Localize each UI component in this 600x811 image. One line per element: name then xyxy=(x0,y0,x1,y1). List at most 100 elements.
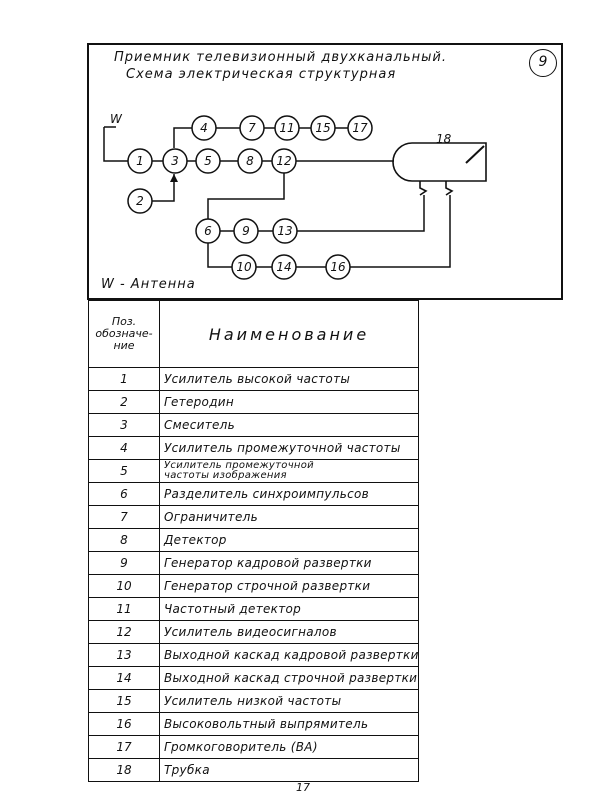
tube-label: 18 xyxy=(436,132,452,146)
block-5-circle xyxy=(195,148,221,174)
block-11-label: 11 xyxy=(279,121,295,135)
block-17-circle xyxy=(347,115,373,141)
table-header-row: Поз. обозначе- ние Наименование xyxy=(88,300,419,368)
block-13-circle xyxy=(272,218,298,244)
block-6-circle xyxy=(195,218,221,244)
title-line-1: Приемник телевизионный двухканальный. xyxy=(114,50,447,65)
row-position: 4 xyxy=(88,436,160,460)
row-position: 6 xyxy=(88,482,160,506)
block-5-label: 5 xyxy=(204,154,212,168)
row-name: Выходной каскад строчной развертки xyxy=(159,666,419,690)
row-position: 13 xyxy=(88,643,160,667)
tube-outline xyxy=(392,142,487,182)
block-circles xyxy=(127,115,373,280)
block-16-circle xyxy=(325,254,351,280)
row-name: Детектор xyxy=(159,528,419,552)
position-header-line: обозначе- xyxy=(95,327,153,340)
arrow-2-3 xyxy=(170,174,178,182)
block-4-circle xyxy=(191,115,217,141)
wire-13-deflection xyxy=(297,195,425,232)
row-name: Трубка xyxy=(159,758,419,782)
row-name: Частотный детектор xyxy=(159,597,419,621)
antenna-label: W xyxy=(110,112,122,126)
row-name: Генератор строчной развертки xyxy=(159,574,419,598)
row-name: Высоковольтный выпрямитель xyxy=(159,712,419,736)
block-14-label: 14 xyxy=(276,260,292,274)
block-14-circle xyxy=(271,254,297,280)
wire-6-10 xyxy=(207,243,232,268)
block-9-circle xyxy=(233,218,259,244)
antenna-wire xyxy=(103,127,128,162)
page-number: 17 xyxy=(296,781,310,794)
block-12-circle xyxy=(271,148,297,174)
row-position: 17 xyxy=(88,735,160,759)
row-position: 18 xyxy=(88,758,160,782)
row-name: Ограничитель xyxy=(159,505,419,529)
block-7-circle xyxy=(239,115,265,141)
row-position: 12 xyxy=(88,620,160,644)
block-9-label: 9 xyxy=(242,224,250,238)
block-7-label: 7 xyxy=(248,121,256,135)
row-name: Усилитель низкой частоты xyxy=(159,689,419,713)
tube-screen-arrow xyxy=(465,145,485,164)
block-diagram xyxy=(103,115,487,280)
row-position: 10 xyxy=(88,574,160,598)
block-16-label: 16 xyxy=(330,260,346,274)
schematic-frame xyxy=(87,43,563,300)
block-3-label: 3 xyxy=(171,154,179,168)
row-name: Усилитель видеосигналов xyxy=(159,620,419,644)
block-17-label: 17 xyxy=(352,121,368,135)
row-name: Гетеродин xyxy=(159,390,419,414)
row-name: Выходной каскад кадровой развертки xyxy=(159,643,419,667)
row-name-line: частоты изображения xyxy=(164,470,287,481)
row-position: 11 xyxy=(88,597,160,621)
row-name: Разделитель синхроимпульсов xyxy=(159,482,419,506)
block-12-label: 12 xyxy=(276,154,292,168)
antenna-legend: W - Антенна xyxy=(101,277,196,292)
row-position: 15 xyxy=(88,689,160,713)
row-position: 7 xyxy=(88,505,160,529)
title-line-2: Схема электрическая структурная xyxy=(126,67,397,82)
row-position: 1 xyxy=(88,367,160,391)
block-2-circle xyxy=(127,188,153,214)
wire-3-4 xyxy=(173,127,192,148)
row-position: 8 xyxy=(88,528,160,552)
block-2-label: 2 xyxy=(136,194,144,208)
row-position: 16 xyxy=(88,712,160,736)
block-8-label: 8 xyxy=(246,154,254,168)
block-1-label: 1 xyxy=(136,154,144,168)
position-header-line: Поз. xyxy=(111,315,137,328)
block-10-label: 10 xyxy=(236,260,252,274)
row-name: Генератор кадровой развертки xyxy=(159,551,419,575)
tube-lead-2 xyxy=(445,181,454,196)
position-header: Поз. обозначе- ние xyxy=(88,300,160,368)
block-15-circle xyxy=(310,115,336,141)
wire-12-6 xyxy=(207,173,285,219)
row-position: 2 xyxy=(88,390,160,414)
block-4-label: 4 xyxy=(200,121,208,135)
wire-16-deflection xyxy=(350,195,451,268)
sheet-number: 9 xyxy=(529,49,557,77)
row-position: 3 xyxy=(88,413,160,437)
row-name-line: Усилитель промежуточной xyxy=(164,460,314,471)
block-6-label: 6 xyxy=(204,224,212,238)
block-3-circle xyxy=(162,148,188,174)
row-name: Смеситель xyxy=(159,413,419,437)
tube-lead-1 xyxy=(419,181,428,196)
row-name: Громкоговоритель (ВА) xyxy=(159,735,419,759)
